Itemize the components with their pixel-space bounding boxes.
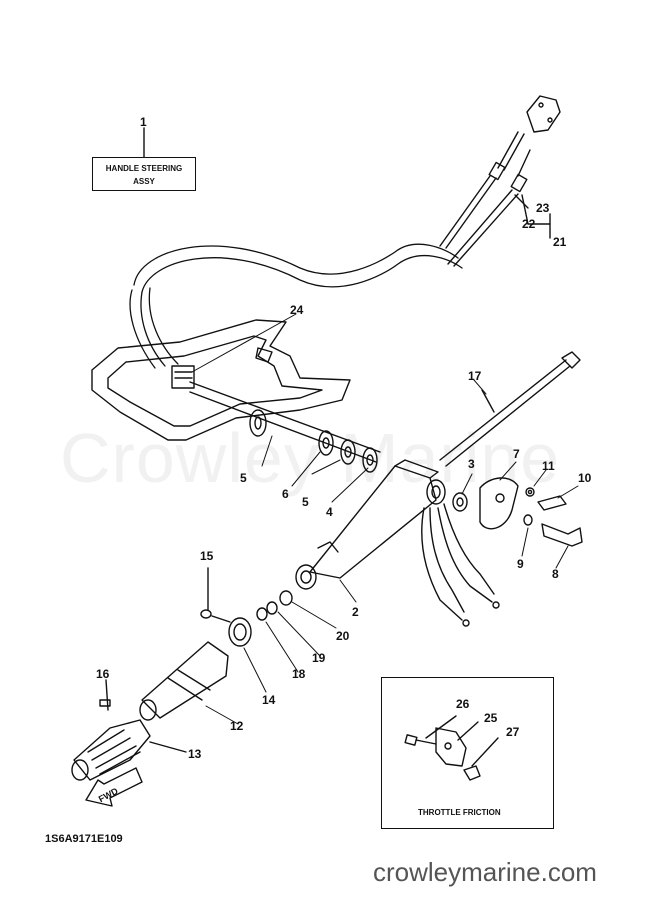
part-label-12: 12 <box>230 719 244 733</box>
inset-caption: THROTTLE FRICTION <box>418 808 501 817</box>
bolt-15 <box>200 567 231 623</box>
pivot-shaft <box>189 381 381 463</box>
part-label-5b: 5 <box>302 495 309 509</box>
handle-label-line1: HANDLE STEERING <box>105 164 183 173</box>
part-label-2: 2 <box>352 605 359 619</box>
grip-sleeve-12 <box>139 641 229 721</box>
part-label-10: 10 <box>578 471 592 485</box>
part-label-13: 13 <box>188 747 202 761</box>
part-label-19: 19 <box>312 651 326 665</box>
throttle-rod-17 <box>439 351 581 467</box>
part-label-5a: 5 <box>240 471 247 485</box>
part-label-3: 3 <box>468 457 475 471</box>
part-label-27: 27 <box>506 725 520 739</box>
friction-parts <box>452 477 583 547</box>
part-label-17: 17 <box>468 369 482 383</box>
part-label-18: 18 <box>292 667 306 681</box>
washers <box>249 409 378 473</box>
part-label-21: 21 <box>553 235 567 249</box>
part-label-4: 4 <box>326 505 333 519</box>
part-label-9: 9 <box>517 557 524 571</box>
part-label-26: 26 <box>456 697 470 711</box>
part-label-23: 23 <box>536 201 550 215</box>
fwd-arrow <box>85 767 143 807</box>
part-label-6: 6 <box>282 487 289 501</box>
cable-end-fittings <box>439 95 561 267</box>
part-label-1: 1 <box>140 115 147 129</box>
part-label-14: 14 <box>262 693 276 707</box>
part-label-25: 25 <box>484 711 498 725</box>
handle-steering-label-box: HANDLE STEERING ASSY <box>92 157 196 191</box>
site-url: crowleymarine.com <box>373 857 597 887</box>
cable-clamp-24 <box>171 365 195 389</box>
part-label-11: 11 <box>542 459 555 473</box>
inset-parts <box>404 715 499 781</box>
part-label-16: 16 <box>96 667 110 681</box>
part-label-20: 20 <box>336 629 350 643</box>
small-rings <box>256 590 293 621</box>
throttle-wires <box>421 503 500 627</box>
leader-lines <box>191 313 579 725</box>
bolt-16 <box>99 679 111 711</box>
steering-cable <box>129 243 463 369</box>
diagram-code: 1S6A9171E109 <box>45 833 123 845</box>
steering-handle-arm <box>295 459 446 590</box>
throttle-friction-inset <box>381 677 554 829</box>
part-label-8: 8 <box>552 567 559 581</box>
part-label-22: 22 <box>522 217 536 231</box>
handle-label-line2: ASSY <box>133 177 155 186</box>
part-label-24: 24 <box>290 303 304 317</box>
part-label-15: 15 <box>200 549 214 563</box>
part-label-7: 7 <box>513 447 520 461</box>
grip-13 <box>71 719 187 781</box>
collar-14 <box>228 617 252 647</box>
mounting-bracket <box>91 319 351 441</box>
